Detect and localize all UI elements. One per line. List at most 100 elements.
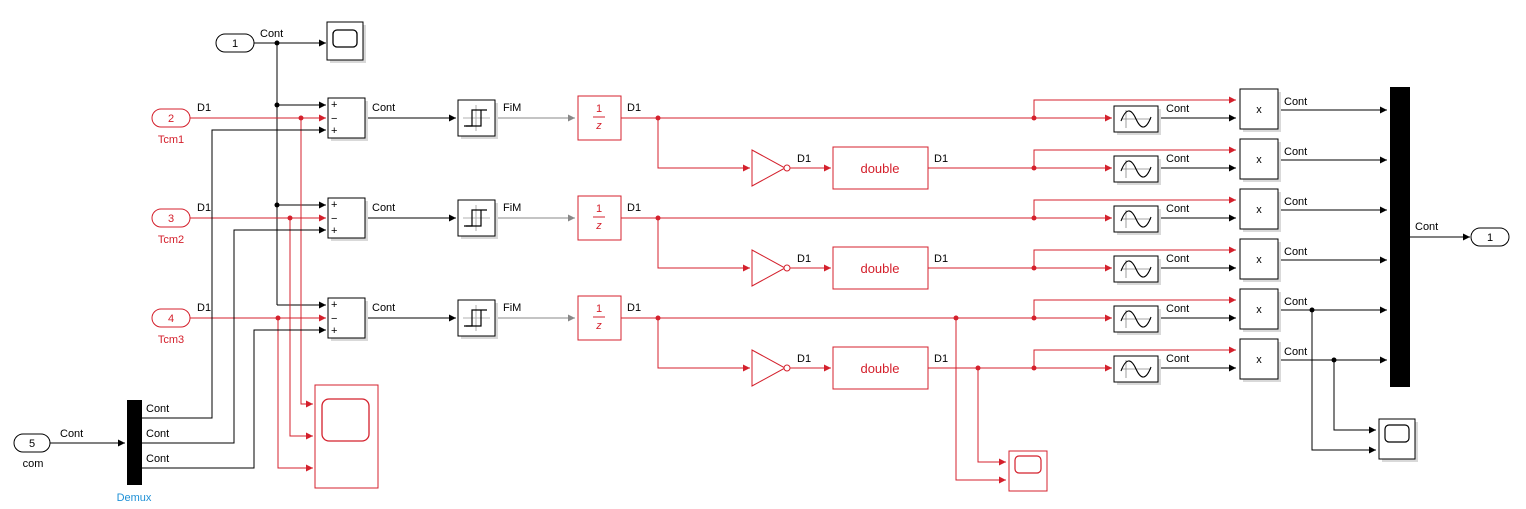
sine-block-6[interactable] bbox=[1113, 355, 1161, 385]
svg-text:4: 4 bbox=[168, 313, 174, 325]
signal-label-cont: Cont bbox=[1166, 203, 1189, 215]
not-gate-2[interactable] bbox=[751, 249, 791, 287]
signal-label-d1: D1 bbox=[797, 253, 811, 265]
inport-5[interactable]: 5 com bbox=[13, 433, 51, 470]
product-block-1[interactable]: x bbox=[1239, 88, 1281, 132]
signal-label-cont: Cont bbox=[372, 102, 395, 114]
signal-label-fim: FiM bbox=[503, 102, 521, 114]
svg-text:1: 1 bbox=[596, 103, 602, 115]
double-block-1[interactable]: double bbox=[832, 146, 929, 190]
signal-label-cont: Cont bbox=[1284, 246, 1307, 258]
svg-text:z: z bbox=[595, 220, 602, 232]
sine-block-2[interactable] bbox=[1113, 155, 1161, 185]
relay-block-2[interactable] bbox=[457, 199, 498, 239]
inport-3[interactable]: 3 Tcm2 bbox=[151, 208, 191, 246]
scope-block-top[interactable] bbox=[326, 21, 366, 63]
relay-block-3[interactable] bbox=[457, 299, 498, 339]
signal-label-d1: D1 bbox=[934, 353, 948, 365]
svg-text:double: double bbox=[860, 161, 899, 176]
scope-block-large[interactable] bbox=[314, 384, 379, 489]
signal-label-d1: D1 bbox=[627, 102, 641, 114]
signal-label-cont: Cont bbox=[146, 453, 169, 465]
signal-label-d1: D1 bbox=[934, 153, 948, 165]
svg-text:double: double bbox=[860, 361, 899, 376]
product-block-5[interactable]: x bbox=[1239, 288, 1281, 332]
product-block-3[interactable]: x bbox=[1239, 188, 1281, 232]
svg-text:5: 5 bbox=[29, 438, 35, 450]
sine-block-4[interactable] bbox=[1113, 255, 1161, 285]
svg-text:x: x bbox=[1256, 154, 1262, 166]
outport-1[interactable]: 1 bbox=[1470, 227, 1510, 247]
inport-1[interactable]: 1 bbox=[215, 33, 255, 53]
svg-text:−: − bbox=[331, 113, 337, 125]
sine-wave-icon bbox=[1120, 210, 1152, 228]
signal-label-d1: D1 bbox=[627, 202, 641, 214]
sine-wave-icon bbox=[1120, 360, 1152, 378]
double-block-3[interactable]: double bbox=[832, 346, 929, 390]
demux-label: Demux bbox=[117, 492, 152, 504]
svg-text:1: 1 bbox=[596, 203, 602, 215]
svg-text:1: 1 bbox=[1487, 232, 1493, 244]
signal-label-cont: Cont bbox=[260, 28, 283, 40]
svg-text:1: 1 bbox=[232, 38, 238, 50]
relay-icon bbox=[463, 205, 490, 231]
demux-block[interactable]: Demux bbox=[117, 400, 152, 504]
signal-label-d1: D1 bbox=[934, 253, 948, 265]
sine-wave-icon bbox=[1120, 110, 1152, 128]
unit-delay-block-3[interactable]: 1 z bbox=[577, 295, 622, 341]
signal-label-cont: Cont bbox=[146, 428, 169, 440]
svg-text:−: − bbox=[331, 213, 337, 225]
scope-block-bottom-right[interactable] bbox=[1378, 418, 1418, 462]
unit-delay-block-1[interactable]: 1 z bbox=[577, 95, 622, 141]
sine-block-1[interactable] bbox=[1113, 105, 1161, 135]
svg-text:z: z bbox=[595, 120, 602, 132]
sum-block-1[interactable]: + − + bbox=[327, 97, 368, 141]
svg-text:2: 2 bbox=[168, 113, 174, 125]
svg-text:3: 3 bbox=[168, 213, 174, 225]
scope-icon bbox=[1384, 424, 1410, 443]
signal-label-cont: Cont bbox=[372, 302, 395, 314]
signal-label-cont: Cont bbox=[1166, 303, 1189, 315]
product-block-6[interactable]: x bbox=[1239, 338, 1281, 382]
mux-block[interactable] bbox=[1390, 87, 1410, 387]
signal-label-cont: Cont bbox=[1166, 253, 1189, 265]
sine-wave-icon bbox=[1120, 260, 1152, 278]
inport-2[interactable]: 2 Tcm1 bbox=[151, 108, 191, 146]
signal-label-d1: D1 bbox=[197, 302, 211, 314]
signal-label-d1: D1 bbox=[197, 202, 211, 214]
signal-label-cont: Cont bbox=[1284, 146, 1307, 158]
svg-text:x: x bbox=[1256, 304, 1262, 316]
scope-icon bbox=[1014, 455, 1042, 474]
signal-label-cont: Cont bbox=[1284, 96, 1307, 108]
sine-block-5[interactable] bbox=[1113, 305, 1161, 335]
scope-block-small-red[interactable] bbox=[1008, 450, 1048, 492]
inport-4[interactable]: 4 Tcm3 bbox=[151, 308, 191, 346]
svg-text:x: x bbox=[1256, 104, 1262, 116]
signal-label-fim: FiM bbox=[503, 202, 521, 214]
inport-label-tcm1: Tcm1 bbox=[158, 134, 184, 146]
sum-block-3[interactable]: + − + bbox=[327, 297, 368, 341]
not-gate-1[interactable] bbox=[751, 149, 791, 187]
double-block-2[interactable]: double bbox=[832, 246, 929, 290]
relay-block-1[interactable] bbox=[457, 99, 498, 139]
svg-text:x: x bbox=[1256, 204, 1262, 216]
inport-label-tcm3: Tcm3 bbox=[158, 334, 184, 346]
svg-text:+: + bbox=[331, 99, 337, 111]
product-block-2[interactable]: x bbox=[1239, 138, 1281, 182]
svg-text:+: + bbox=[331, 199, 337, 211]
svg-text:+: + bbox=[331, 325, 337, 337]
signal-label-cont: Cont bbox=[1284, 196, 1307, 208]
sine-block-3[interactable] bbox=[1113, 205, 1161, 235]
signal-label-cont: Cont bbox=[372, 202, 395, 214]
not-gate-3[interactable] bbox=[751, 349, 791, 387]
inport-label-com: com bbox=[23, 458, 44, 470]
sine-wave-icon bbox=[1120, 160, 1152, 178]
scope-icon bbox=[321, 398, 370, 442]
product-block-4[interactable]: x bbox=[1239, 238, 1281, 282]
inport-label-tcm2: Tcm2 bbox=[158, 234, 184, 246]
unit-delay-block-2[interactable]: 1 z bbox=[577, 195, 622, 241]
svg-text:−: − bbox=[331, 313, 337, 325]
signal-label-cont: Cont bbox=[1284, 346, 1307, 358]
sum-block-2[interactable]: + − + bbox=[327, 197, 368, 241]
